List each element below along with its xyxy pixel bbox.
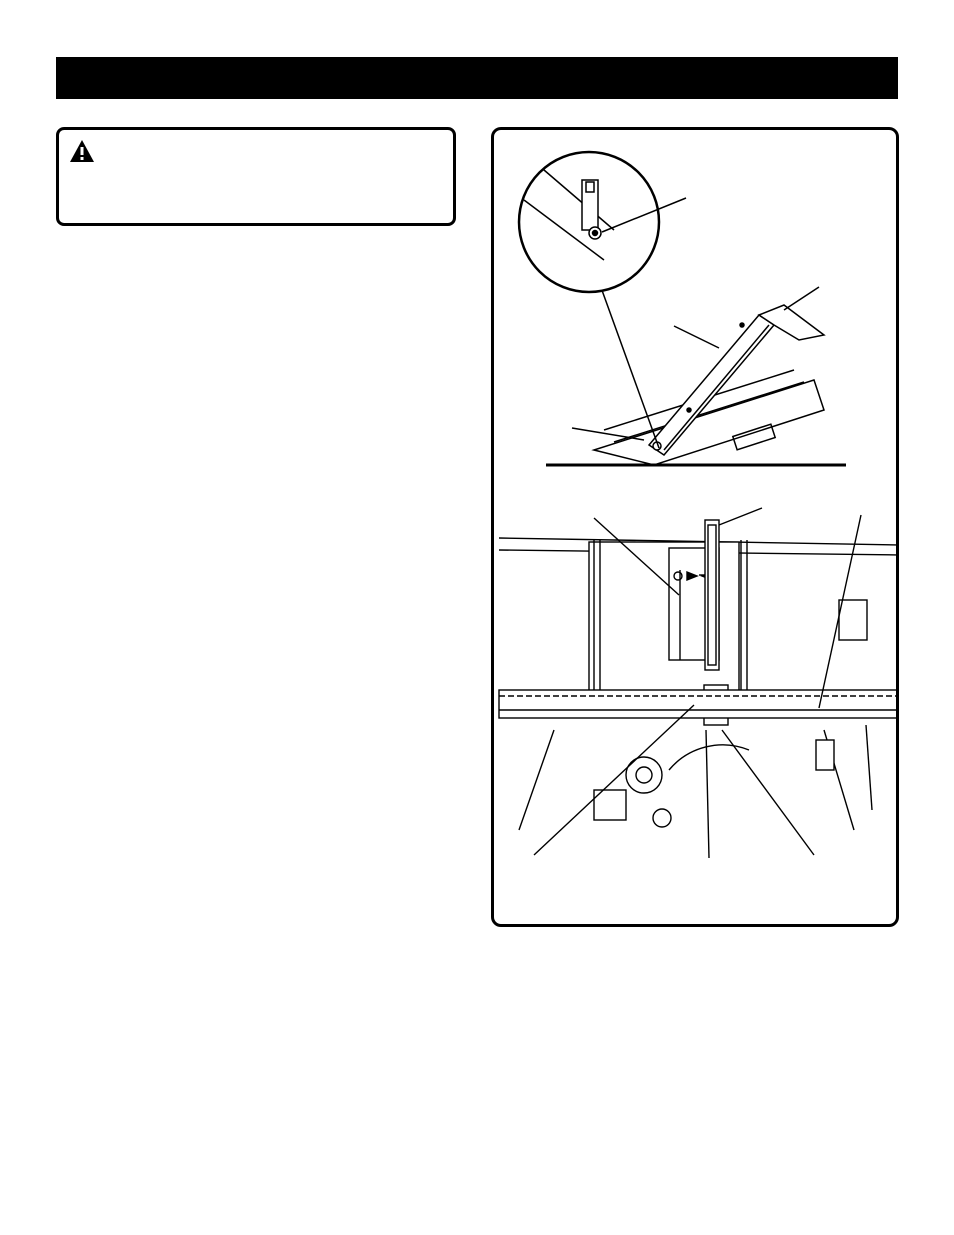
section-header-bar xyxy=(56,57,898,99)
section-title xyxy=(56,65,70,90)
rip-fence-detail-illustration xyxy=(517,150,826,466)
warning-box xyxy=(56,127,456,226)
table-saw-illustration xyxy=(498,150,896,859)
warning-triangle-icon xyxy=(70,140,94,162)
figure-panel xyxy=(491,127,899,927)
table-saw-front-illustration xyxy=(498,507,896,859)
